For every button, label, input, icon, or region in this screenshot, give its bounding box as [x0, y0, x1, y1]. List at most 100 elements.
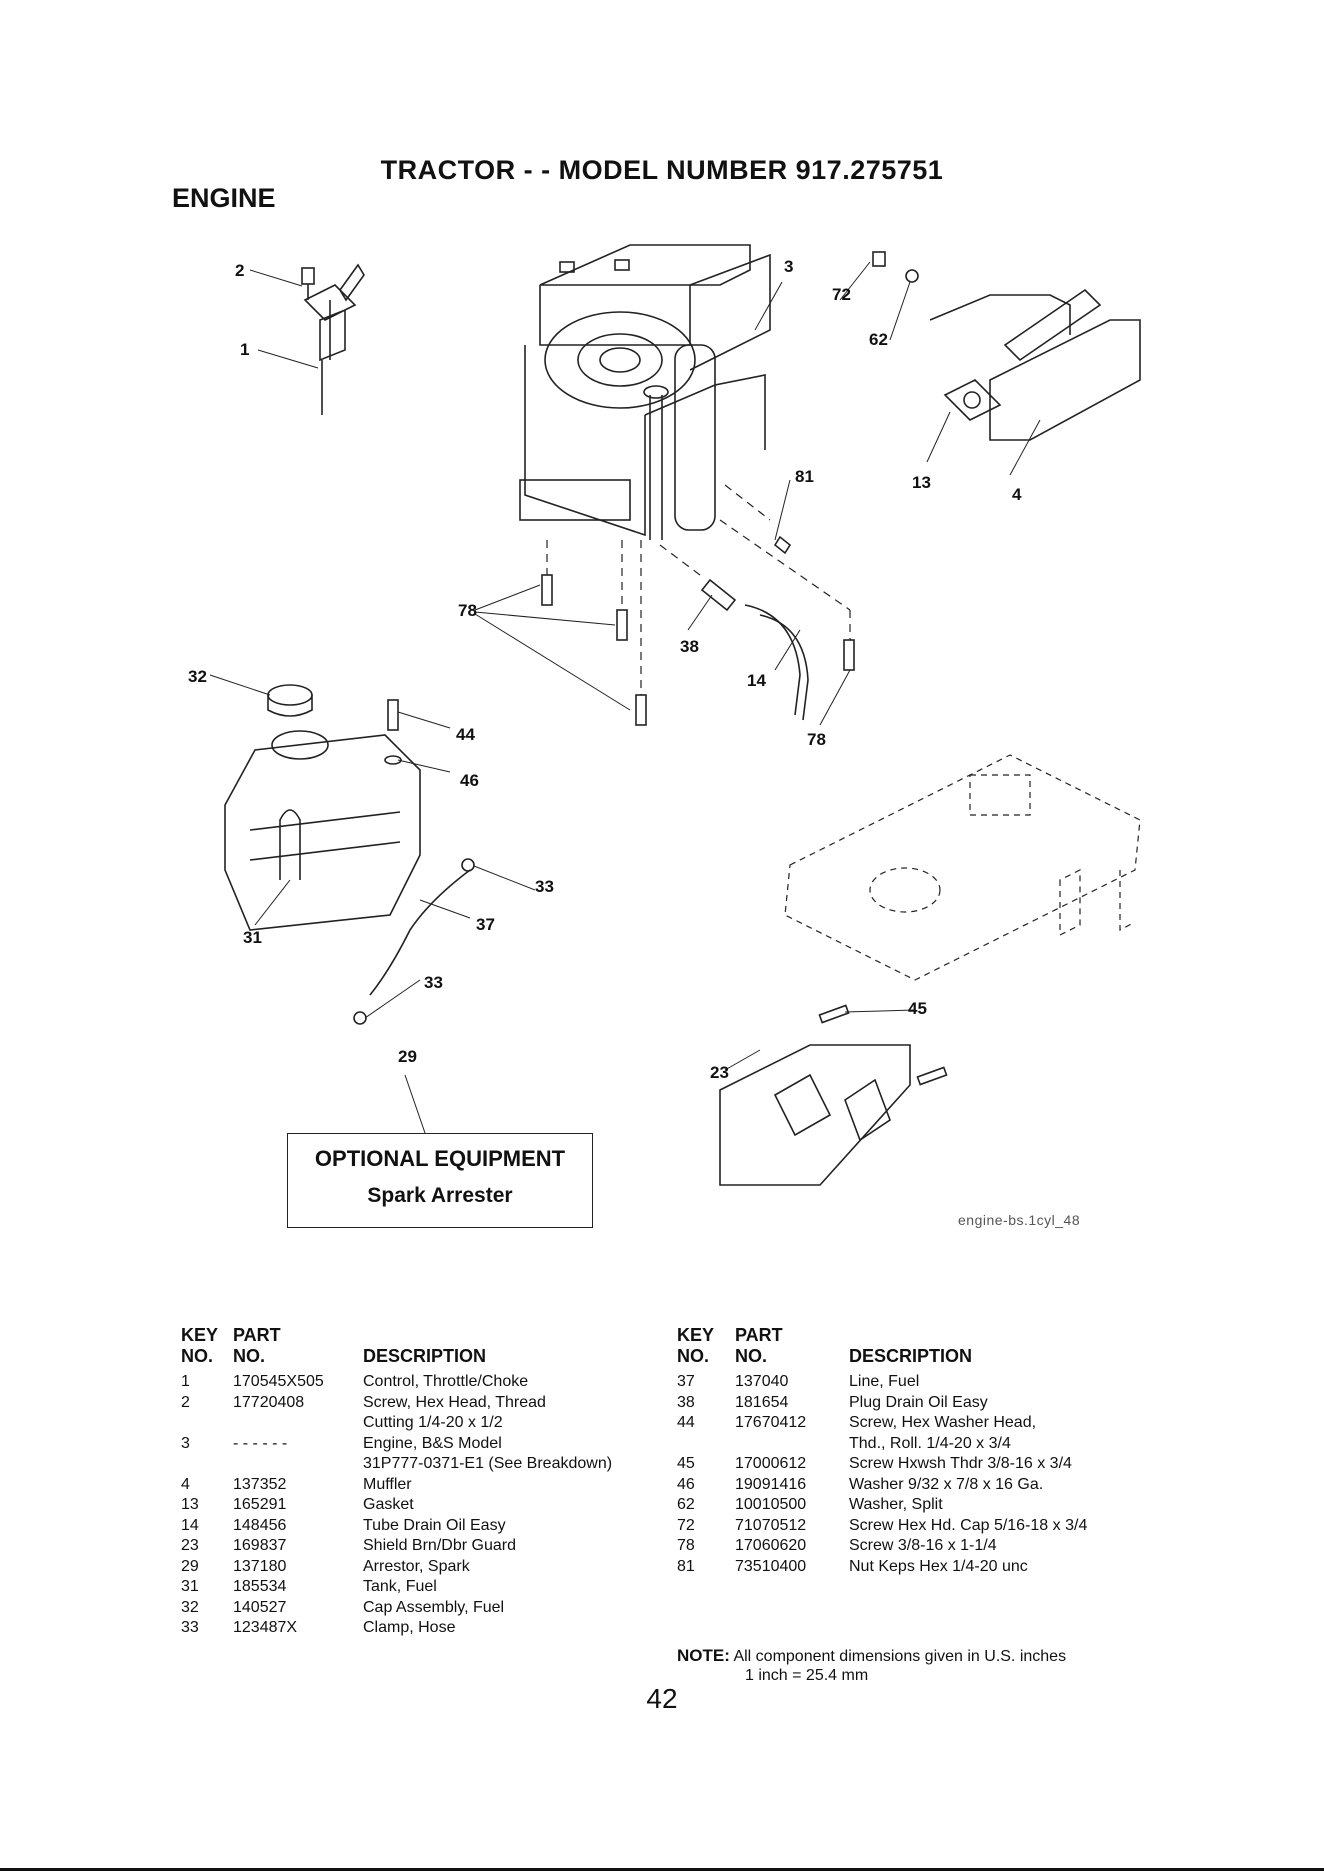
table-row: 3 - - - - - - Engine, B&S Model [181, 1434, 701, 1455]
part-no-cell: 169837 [233, 1537, 287, 1554]
part-no-cell: - - - - - - [233, 1434, 288, 1452]
throttle-control-drawing [301, 263, 365, 415]
key-no-cell: 45 [677, 1455, 695, 1472]
header-description: DESCRIPTION [849, 1345, 973, 1366]
table-header-row-2: NO. NO. DESCRIPTION [181, 1344, 701, 1366]
callout-45: 45 [908, 999, 927, 1018]
table-header-row-2: NO. NO. DESCRIPTION [677, 1344, 1157, 1366]
key-no-cell: 1 [181, 1373, 190, 1390]
description-cell: Washer, Split [849, 1496, 943, 1513]
part-no-cell: 73510400 [735, 1557, 807, 1575]
description-cell: Screw Hex Hd. Cap 5/16-18 x 3/4 [849, 1516, 1088, 1534]
description-cell: Cap Assembly, Fuel [363, 1598, 505, 1616]
description-cell: Engine, B&S Model [363, 1434, 502, 1452]
callout-14: 14 [747, 671, 766, 690]
description-cell: Shield Brn/Dbr Guard [363, 1537, 516, 1554]
callout-2: 2 [235, 261, 244, 280]
page-title: TRACTOR - - MODEL NUMBER 917.275751 [380, 155, 944, 185]
muffler-drawing [872, 251, 1141, 441]
callout-1: 1 [240, 340, 249, 359]
part-no-cell: 148456 [233, 1516, 287, 1534]
note: NOTE: All component dimensions given in … [677, 1646, 1066, 1666]
parts-table-left: KEY PART NO. NO. DESCRIPTION 1 170545X505… [181, 1323, 701, 1639]
key-no-cell: 3 [181, 1434, 190, 1452]
callout-4: 4 [1012, 485, 1022, 504]
callout-13: 13 [912, 473, 931, 492]
description-cell: Plug Drain Oil Easy [849, 1393, 988, 1411]
table-row: 31P777-0371-E1 (See Breakdown) [181, 1454, 701, 1475]
part-no-cell: 170545X505 [233, 1373, 324, 1390]
key-no-cell: 46 [677, 1475, 695, 1493]
note-text-line1: All component dimensions given in U.S. i… [733, 1648, 1067, 1665]
description-cell: Thd., Roll. 1/4-20 x 3/4 [849, 1434, 1011, 1452]
key-no-cell: 44 [677, 1414, 695, 1431]
part-no-cell: 137040 [735, 1373, 789, 1390]
header-key-no: NO. [181, 1345, 214, 1366]
figure-reference: engine-bs.1cyl_48 [958, 1212, 1081, 1228]
key-no-cell: 23 [181, 1537, 199, 1554]
key-no-cell: 2 [181, 1393, 190, 1411]
key-no-cell: 13 [181, 1496, 199, 1513]
callout-33b: 33 [424, 973, 443, 992]
fuel-tank-drawing [224, 684, 421, 931]
table-header-row-1: KEY PART [677, 1323, 1157, 1345]
description-cell: Muffler [363, 1475, 412, 1493]
callout-78: 78 [458, 601, 477, 620]
part-no-cell: 17060620 [735, 1537, 807, 1554]
description-cell: Washer 9/32 x 7/8 x 16 Ga. [849, 1475, 1044, 1493]
description-cell: Tube Drain Oil Easy [363, 1516, 506, 1534]
callout-32: 32 [188, 667, 207, 686]
callout-62: 62 [869, 330, 888, 349]
description-cell: Screw, Hex Washer Head, [849, 1414, 1037, 1431]
table-row: Thd., Roll. 1/4-20 x 3/4 [677, 1434, 1157, 1455]
description-cell: Gasket [363, 1496, 414, 1513]
note-label: NOTE: [677, 1646, 730, 1665]
engine-mounting-plate-drawing [784, 754, 1141, 981]
section-title: ENGINE [172, 183, 276, 213]
table-row: Cutting 1/4-20 x 1/2 [181, 1413, 701, 1434]
description-cell: Tank, Fuel [363, 1578, 437, 1595]
drain-plug-and-tube-drawing [700, 535, 809, 721]
description-cell: Screw Hxwsh Thdr 3/8-16 x 3/4 [849, 1455, 1072, 1472]
bottom-rule [0, 1868, 1324, 1871]
part-no-cell: 123487X [233, 1619, 298, 1636]
key-no-cell: 29 [181, 1557, 199, 1575]
header-description: DESCRIPTION [363, 1345, 487, 1366]
key-no-cell: 31 [181, 1578, 199, 1595]
header-part-no: NO. [233, 1345, 266, 1366]
description-cell: Control, Throttle/Choke [363, 1373, 529, 1390]
part-no-cell: 185534 [233, 1578, 287, 1595]
optional-equipment-title: OPTIONAL EQUIPMENT [314, 1146, 566, 1171]
leader-lines [209, 261, 1041, 1134]
callout-3: 3 [784, 257, 793, 276]
part-no-cell: 10010500 [735, 1496, 807, 1513]
key-no-cell: 4 [181, 1475, 190, 1493]
description-cell: Nut Keps Hex 1/4-20 unc [849, 1557, 1028, 1575]
key-no-cell: 33 [181, 1619, 199, 1636]
callout-31: 31 [243, 928, 262, 947]
key-no-cell: 38 [677, 1393, 695, 1411]
part-no-cell: 165291 [233, 1496, 287, 1513]
table-header-row-1: KEY PART [181, 1323, 701, 1345]
part-no-cell: 19091416 [735, 1475, 807, 1493]
key-no-cell: 78 [677, 1537, 695, 1554]
header-key-no: NO. [677, 1345, 710, 1366]
callout-33: 33 [535, 877, 554, 896]
optional-equipment-item: Spark Arrester [367, 1184, 513, 1207]
key-no-cell: 72 [677, 1516, 695, 1534]
description-cell: Screw, Hex Head, Thread [363, 1393, 546, 1411]
